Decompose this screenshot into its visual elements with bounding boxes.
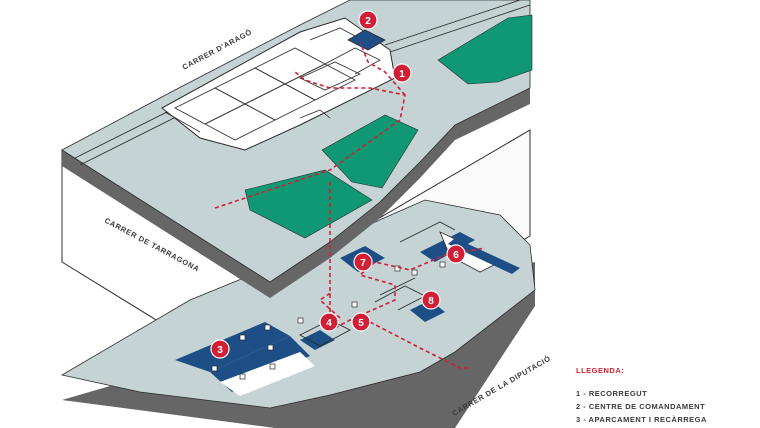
marker-2[interactable]: 2 <box>358 10 378 30</box>
marker-8-label: 8 <box>428 296 434 307</box>
legend-item: 3 - APARCAMENT I RECÀRREGA <box>576 415 707 424</box>
marker-8[interactable]: 8 <box>421 290 441 310</box>
legend: LLEGENDA: 1 - RECORREGUT 2 - CENTRE DE C… <box>576 366 760 426</box>
marker-5-label: 5 <box>358 318 364 329</box>
marker-3[interactable]: 3 <box>210 339 230 359</box>
marker-1[interactable]: 1 <box>392 63 412 83</box>
marker-5[interactable]: 5 <box>351 312 371 332</box>
marker-2-label: 2 <box>365 16 371 27</box>
marker-4[interactable]: 4 <box>319 312 339 332</box>
marker-6-label: 6 <box>453 250 459 261</box>
upper-route <box>214 41 406 209</box>
marker-7-label: 7 <box>360 258 366 269</box>
command-building <box>420 231 520 274</box>
lower-level <box>60 199 536 428</box>
legend-item: 2 - CENTRE DE COMANDAMENT <box>576 402 706 411</box>
marker-4-label: 4 <box>326 318 332 329</box>
marker-1-label: 1 <box>399 69 405 80</box>
pillars <box>211 261 446 380</box>
legend-title: LLEGENDA: <box>576 366 625 375</box>
lower-route <box>318 247 486 369</box>
marker-3-label: 3 <box>217 345 223 356</box>
upper-level-surface <box>61 0 531 283</box>
legend-item: 1 - RECORREGUT <box>576 389 648 398</box>
upper-level <box>61 0 533 298</box>
marker-7[interactable]: 7 <box>353 252 373 272</box>
marker-6[interactable]: 6 <box>446 244 466 264</box>
